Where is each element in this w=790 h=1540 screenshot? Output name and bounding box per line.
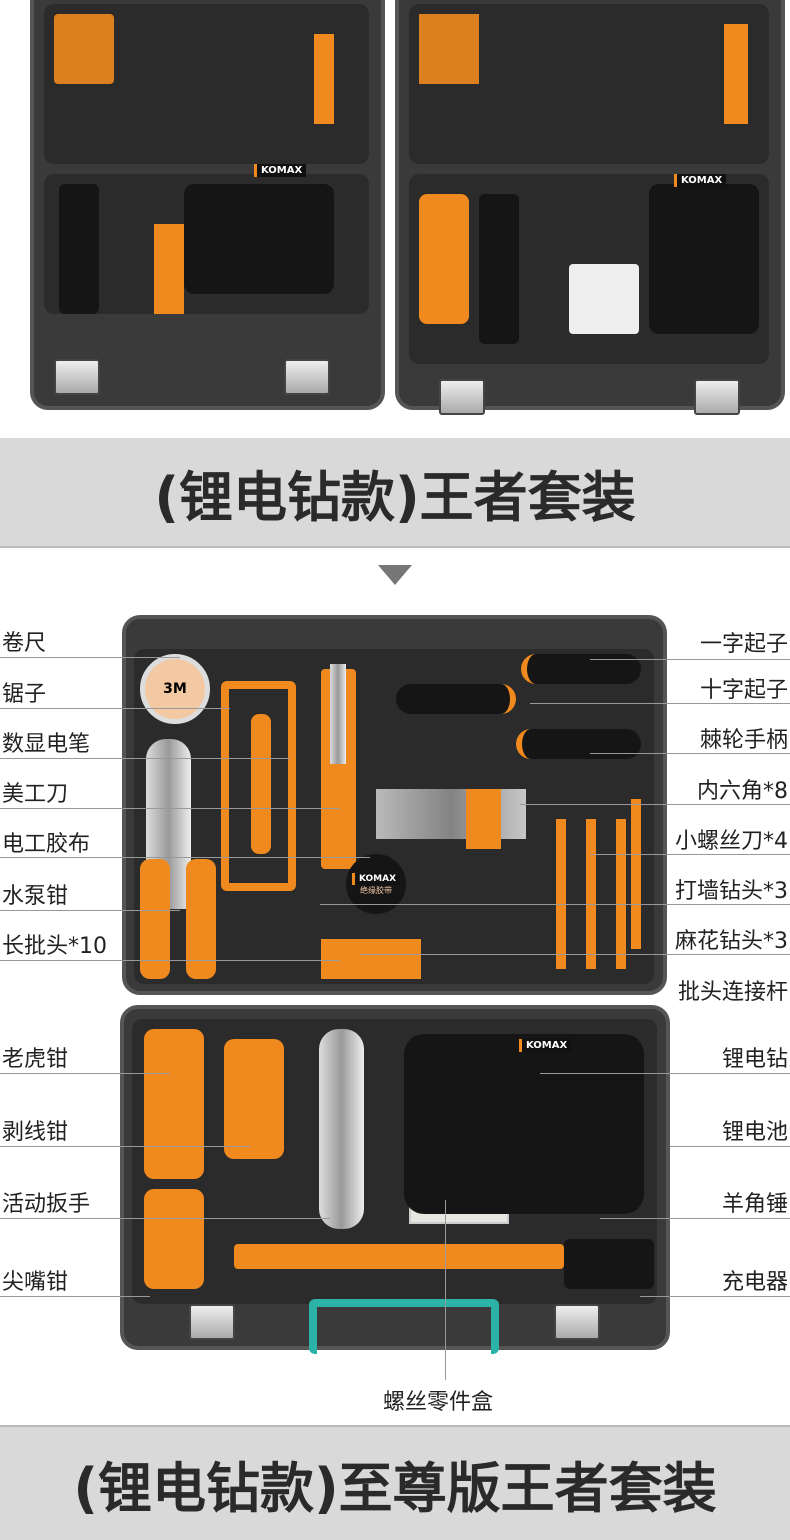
label-twist-drill-bits: 麻花钻头*3 <box>675 929 788 954</box>
label-bit-extension: 批头连接杆 <box>677 980 788 1005</box>
case-handle <box>309 1299 499 1354</box>
drill-logo: KOMAX <box>519 1039 572 1052</box>
toolbox-lower-tray: KOMAX <box>120 1005 670 1354</box>
label-tape-measure: 卷尺 <box>2 631 47 656</box>
label-cordless-drill: 锂电钻 <box>721 1047 788 1072</box>
tape-brand-label: 绝缘胶带 <box>360 885 392 895</box>
label-combination-pliers: 老虎钳 <box>2 1047 69 1072</box>
label-electrical-tape: 电工胶布 <box>2 832 91 857</box>
brand-logo: KOMAX <box>674 174 727 187</box>
label-saw: 锯子 <box>2 682 47 707</box>
label-ratchet-handle: 棘轮手柄 <box>699 728 788 753</box>
label-masonry-bits: 打墙钻头*3 <box>675 879 788 904</box>
top-banner-title: (锂电钻款)王者套装 <box>154 465 636 529</box>
bottom-banner: (锂电钻款)至尊版王者套装 <box>0 1425 790 1540</box>
toolbox-photo-right: KOMAX <box>395 0 785 415</box>
label-long-bits: 长批头*10 <box>2 934 107 959</box>
tape-measure: 3M <box>140 654 210 724</box>
label-charger: 充电器 <box>721 1270 788 1295</box>
bottom-banner-title: (锂电钻款)至尊版王者套装 <box>73 1457 717 1520</box>
top-banner: (锂电钻款)王者套装 <box>0 438 790 548</box>
label-utility-knife: 美工刀 <box>2 782 69 807</box>
label-phillips-screwdriver: 十字起子 <box>699 678 788 703</box>
label-water-pump-pliers: 水泵钳 <box>2 884 69 909</box>
label-voltage-pen: 数显电笔 <box>2 732 91 757</box>
label-claw-hammer: 羊角锤 <box>721 1192 788 1217</box>
chevron-down-icon <box>378 565 412 585</box>
toolbox-upper-tray: 3M KOMAX 绝缘胶带 <box>122 615 667 995</box>
label-wire-stripper: 剥线钳 <box>2 1120 69 1145</box>
label-flat-screwdriver: 一字起子 <box>699 632 788 657</box>
label-adjustable-wrench: 活动扳手 <box>2 1192 91 1217</box>
label-small-screwdrivers: 小螺丝刀*4 <box>675 829 788 854</box>
label-needle-nose-pliers: 尖嘴钳 <box>2 1270 69 1295</box>
label-screw-parts-box: 螺丝零件盒 <box>383 1390 494 1415</box>
brand-logo: KOMAX <box>254 164 307 177</box>
label-hex-keys: 内六角*8 <box>697 779 788 804</box>
toolbox-photo-left: KOMAX <box>30 0 385 410</box>
label-battery: 锂电池 <box>721 1120 788 1145</box>
